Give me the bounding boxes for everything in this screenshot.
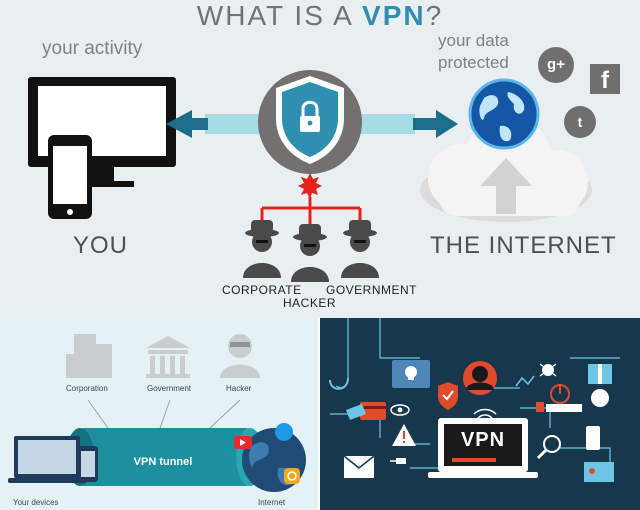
password-field-icon [536, 402, 582, 412]
vpn-shield-icon [258, 70, 362, 174]
bomb-icon [591, 389, 609, 407]
corporation-label: Corporation [66, 384, 108, 393]
building-icon [66, 334, 112, 378]
bottom-right-infographic: VPN [320, 318, 640, 510]
top-illustration [28, 70, 592, 282]
infographic-title: WHAT IS A VPN? [0, 0, 640, 32]
gift-box-icon [588, 364, 612, 384]
corporate-spy-icon [243, 220, 281, 278]
panel-divider [318, 318, 320, 510]
vpn-screen-label: VPN [460, 429, 506, 451]
government-spy-icon [341, 220, 379, 278]
government-building-icon [146, 336, 190, 378]
left-data-flow-arrow [166, 110, 267, 138]
eye-icon [390, 404, 410, 416]
bottom-left-infographic: Corporation Government Hacker VPN tunnel… [0, 318, 318, 510]
hacker-spy-icon [291, 224, 329, 282]
mobile-phone-icon [586, 426, 600, 450]
vpn-laptop-icon [428, 418, 538, 478]
corporate-label: CORPORATE [222, 283, 302, 297]
government-label-small: Government [147, 384, 192, 393]
title-part-2: VPN [362, 0, 426, 31]
threat-connector [260, 173, 362, 232]
envelope-icon [343, 455, 375, 478]
power-icon [550, 384, 570, 404]
magnifier-icon [536, 435, 561, 460]
hacker-label-small: Hacker [226, 384, 252, 393]
globe-icon [468, 78, 540, 150]
id-card-icon [584, 462, 614, 482]
tunnel-connector-lines [87, 399, 241, 429]
twitter-icon: t [564, 106, 596, 138]
bug-icon [539, 363, 557, 377]
title-part-1: WHAT IS A [196, 0, 353, 31]
right-data-flow-arrow [353, 110, 458, 138]
warning-icon [392, 424, 416, 446]
data-protected-line-1: your data [438, 31, 509, 50]
hacker-icon [220, 334, 260, 378]
government-label: GOVERNMENT [326, 283, 418, 297]
the-internet-label: THE INTERNET [430, 232, 617, 259]
facebook-icon: f [590, 64, 620, 94]
camera-icon [346, 404, 366, 420]
your-activity-label: your activity [42, 38, 143, 59]
data-protected-label: your data protected [438, 30, 548, 74]
tunnel-illustration [8, 334, 306, 492]
malware-folder-icon [392, 360, 430, 388]
you-label: YOU [73, 232, 129, 259]
plug-icon [390, 458, 406, 464]
laptop-icon [8, 436, 86, 483]
smartphone-icon [48, 135, 92, 219]
title-part-3: ? [425, 0, 444, 31]
internet-label-small: Internet [258, 498, 286, 507]
phone-icon [78, 446, 98, 482]
activity-graph-icon [515, 375, 535, 387]
wifi-icon [473, 408, 497, 419]
phishing-hook-icon [329, 377, 349, 390]
hacker-label: HACKER [283, 296, 337, 310]
internet-globe-icon [234, 423, 306, 492]
security-network-illustration [329, 318, 620, 482]
hacker-avatar-icon [463, 361, 497, 395]
top-infographic: WHAT IS A VPN? [0, 0, 640, 318]
data-protected-line-2: protected [438, 53, 509, 72]
your-devices-label: Your devices [13, 498, 59, 507]
shield-check-icon [438, 382, 458, 410]
credit-card-icon [360, 402, 386, 420]
google-plus-icon: g+ [538, 47, 574, 83]
vpn-tunnel-label: VPN tunnel [133, 456, 193, 468]
